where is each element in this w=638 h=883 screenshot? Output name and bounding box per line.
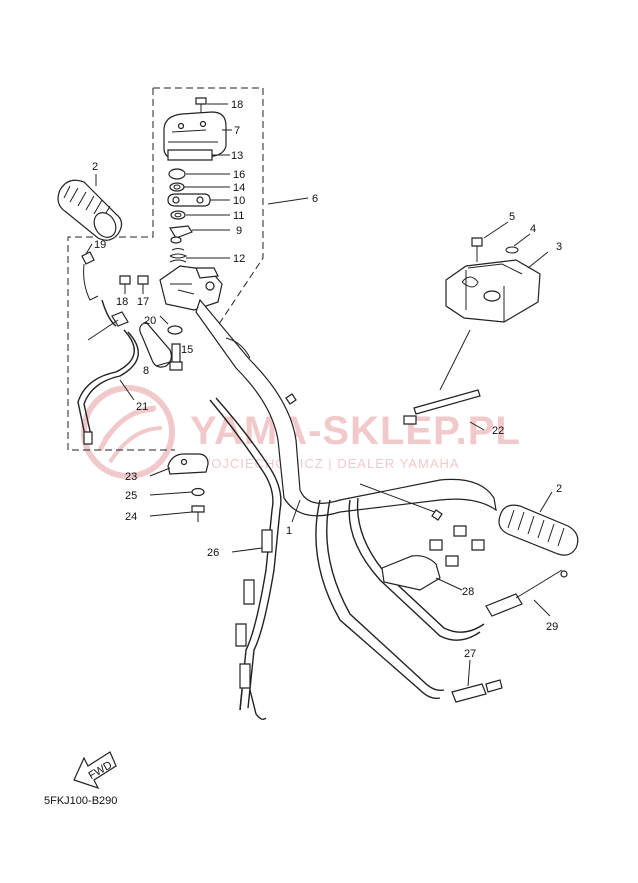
label-28: 28 (462, 586, 474, 598)
label-19: 19 (94, 239, 106, 251)
label-22: 22 (492, 425, 504, 437)
label-9: 9 (236, 225, 242, 237)
label-3: 3 (556, 241, 562, 253)
fwd-arrow-icon: FWD (73, 751, 117, 790)
label-15: 15 (181, 344, 193, 356)
fwd-label: FWD (87, 759, 115, 782)
diagram-code: 5FKJ100-B290 (44, 795, 117, 807)
label-17: 17 (137, 296, 149, 308)
label-25: 25 (125, 490, 137, 502)
watermark-title: YAMA-SKLEP.PL (190, 409, 521, 453)
throttle-cable-26 (209, 397, 282, 721)
watermark-subtitle: WOJCIECHOWICZ | DEALER YAMAHA (198, 456, 460, 471)
group-outline-6 (67, 87, 264, 451)
throttle-cover-group (163, 97, 227, 161)
label-5: 5 (509, 211, 515, 223)
switch-housing (439, 237, 541, 391)
cable-tie (403, 389, 481, 425)
throttle-cable-21 (77, 251, 139, 445)
label-27: 27 (464, 648, 476, 660)
part-labels: 18 7 13 16 14 10 11 9 12 6 2 19 18 17 20… (92, 99, 562, 660)
label-18-bottom: 18 (116, 296, 128, 308)
housing-bolts (119, 275, 149, 294)
brake-assembly (315, 483, 568, 703)
label-2-left: 2 (92, 161, 98, 173)
label-7: 7 (234, 125, 240, 137)
label-1: 1 (286, 525, 292, 537)
watermark-logo (81, 385, 175, 479)
label-6: 6 (312, 193, 318, 205)
label-14: 14 (233, 182, 245, 194)
label-16: 16 (233, 169, 245, 181)
label-10: 10 (233, 195, 245, 207)
handlebar (195, 298, 497, 517)
label-4: 4 (530, 223, 536, 235)
label-24: 24 (125, 511, 137, 523)
leader-lines (85, 103, 553, 687)
label-21: 21 (136, 401, 148, 413)
label-26: 26 (207, 547, 219, 559)
lower-clamp (167, 453, 209, 522)
label-12: 12 (233, 253, 245, 265)
label-11: 11 (233, 210, 244, 222)
label-29: 29 (546, 621, 558, 633)
label-13: 13 (231, 150, 243, 162)
label-2-right: 2 (556, 483, 562, 495)
throttle-housing (159, 265, 223, 335)
label-8: 8 (143, 365, 149, 377)
label-20: 20 (144, 315, 156, 327)
right-grip (498, 504, 579, 556)
throttle-small-parts (167, 168, 211, 263)
label-23: 23 (125, 471, 137, 483)
left-grip (57, 179, 123, 241)
label-18-top: 18 (231, 99, 243, 111)
